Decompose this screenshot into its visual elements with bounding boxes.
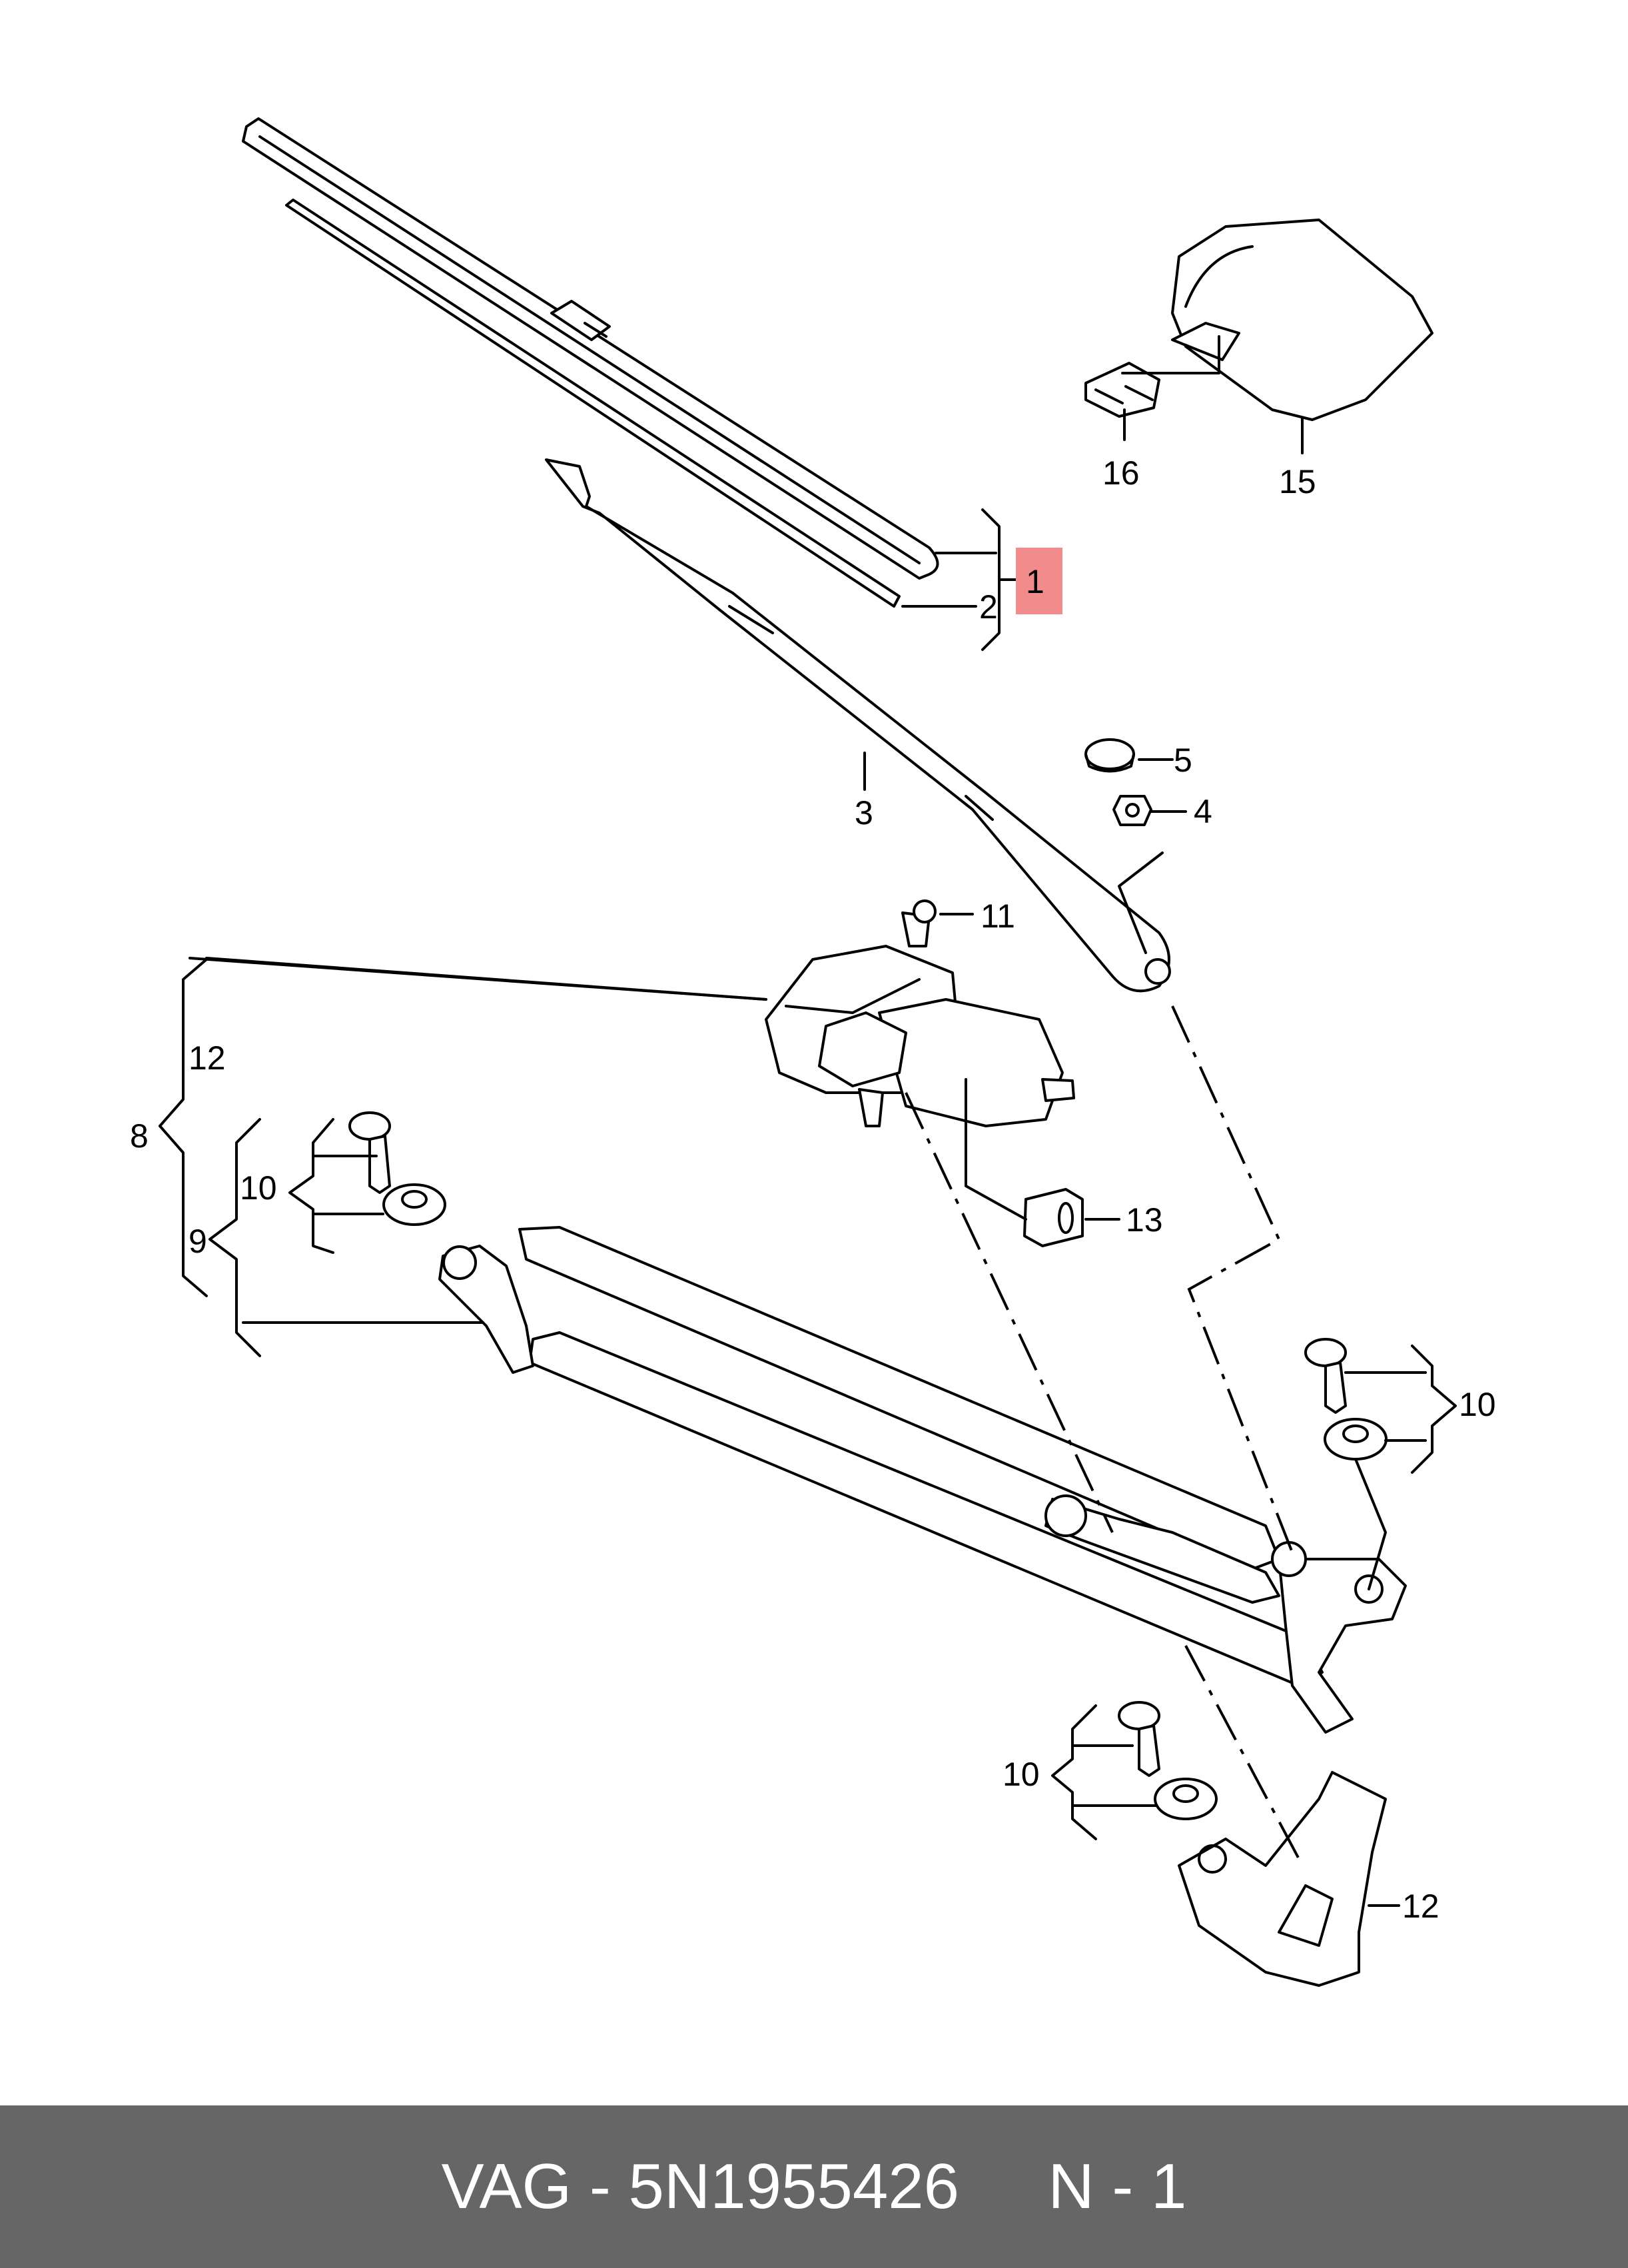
sensor-housing [1084, 219, 1433, 421]
label-13: 13 [1126, 1201, 1163, 1239]
parts-diagram: 1 2 3 4 5 8 9 10 10 10 11 12 12 13 15 16 [130, 117, 1496, 1987]
leader-lines [159, 335, 1457, 1907]
mount-right [1304, 1338, 1388, 1460]
label-8: 8 [130, 1117, 149, 1155]
guide-lines [905, 1005, 1300, 1860]
wiper-blade [242, 117, 939, 608]
label-12-lower: 12 [1402, 1888, 1439, 1925]
label-9: 9 [189, 1223, 207, 1260]
footer-separator: - [589, 2151, 611, 2222]
mount-left [348, 1111, 446, 1226]
label-10-lower: 10 [1003, 1756, 1040, 1793]
cap-and-nut [1084, 738, 1152, 826]
footer-bar: VAG - 5N1955426 N - 1 [0, 2105, 1628, 2268]
mount-lower [1118, 1701, 1218, 1820]
wiper-motor [765, 899, 1075, 1127]
label-12-upper: 12 [189, 1039, 226, 1077]
label-5: 5 [1174, 742, 1192, 779]
lower-bracket [1178, 1771, 1387, 1987]
footer-part-number: 5N1955426 [628, 2151, 959, 2222]
label-15: 15 [1279, 463, 1316, 500]
part-1-highlight [1016, 548, 1062, 614]
label-1: 1 [1026, 563, 1044, 600]
wiper-linkage [438, 1226, 1407, 1734]
label-16: 16 [1102, 454, 1140, 492]
label-2: 2 [979, 588, 998, 626]
wiper-arm [545, 458, 1171, 993]
label-10-right: 10 [1459, 1386, 1496, 1423]
label-4: 4 [1194, 793, 1212, 830]
label-11: 11 [981, 897, 1015, 935]
connector-plug [1023, 1188, 1084, 1247]
footer-page: N - 1 [1048, 2151, 1187, 2222]
label-10-left: 10 [240, 1169, 277, 1207]
label-3: 3 [855, 794, 873, 832]
footer-brand: VAG [441, 2151, 572, 2222]
